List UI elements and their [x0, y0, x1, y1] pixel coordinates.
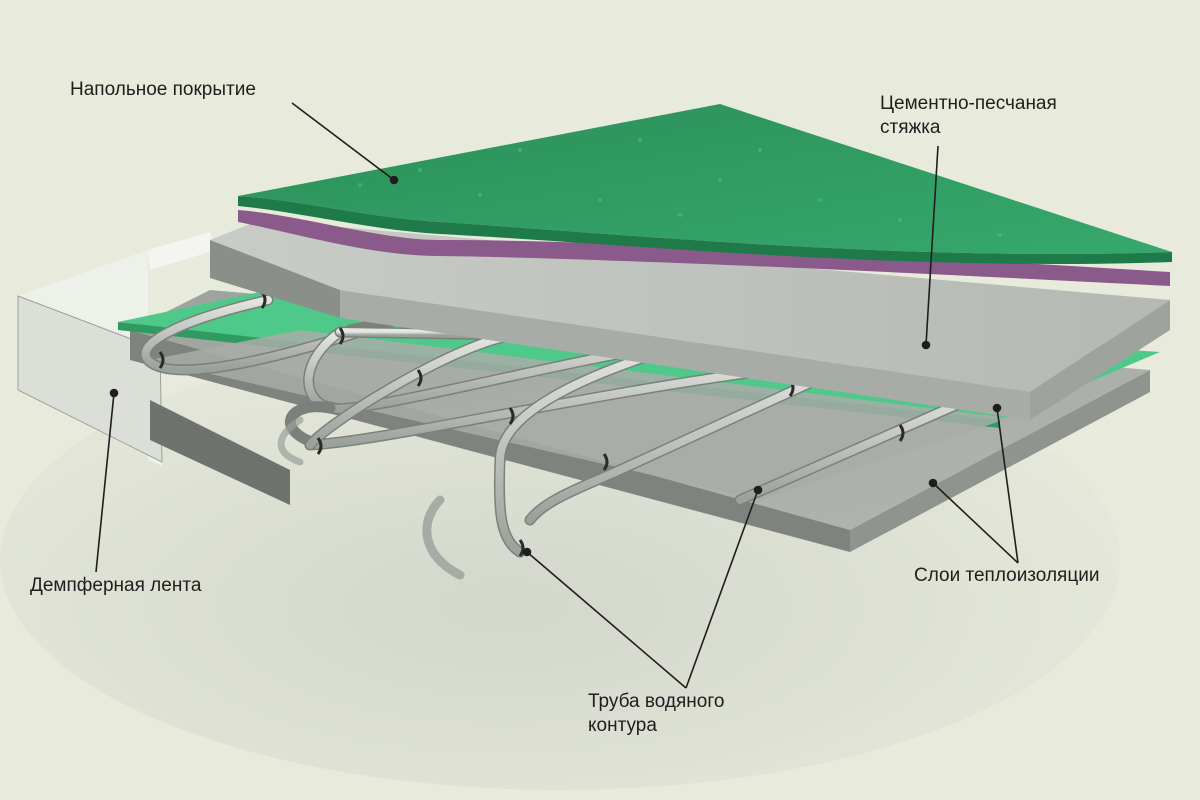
water-pipe-loops	[140, 294, 1001, 580]
insulation-layers-label: Слои теплоизоляции	[914, 565, 1100, 586]
water-pipe-label: Труба водяного контура	[588, 690, 724, 738]
screed-label-line2: стяжка	[880, 117, 941, 138]
leader-insulation-2	[996, 407, 1019, 564]
floor-covering-layer	[238, 104, 1172, 265]
leader-screed	[925, 145, 939, 346]
screed-layer	[210, 220, 1170, 420]
screed-label-line1: Цементно-песчаная	[880, 93, 1057, 114]
leader-lines	[95, 102, 1019, 689]
leader-insulation-1	[932, 482, 1019, 564]
leader-damper-tape	[95, 392, 115, 573]
leader-pipe-2	[685, 489, 759, 689]
damper-tape-label: Демпферная лента	[30, 575, 202, 596]
damper-tape	[17, 232, 216, 466]
floor-covering-label: Напольное покрытие	[70, 79, 256, 100]
screed-label: Цементно-песчаная стяжка	[880, 92, 1057, 140]
leader-floor-covering	[291, 102, 395, 181]
insulation-layer-upper	[150, 330, 1010, 500]
pipe-label-line1: Труба водяного	[588, 691, 725, 712]
leader-pipe-1	[526, 551, 687, 689]
pipe-label-line2: контура	[588, 715, 657, 736]
